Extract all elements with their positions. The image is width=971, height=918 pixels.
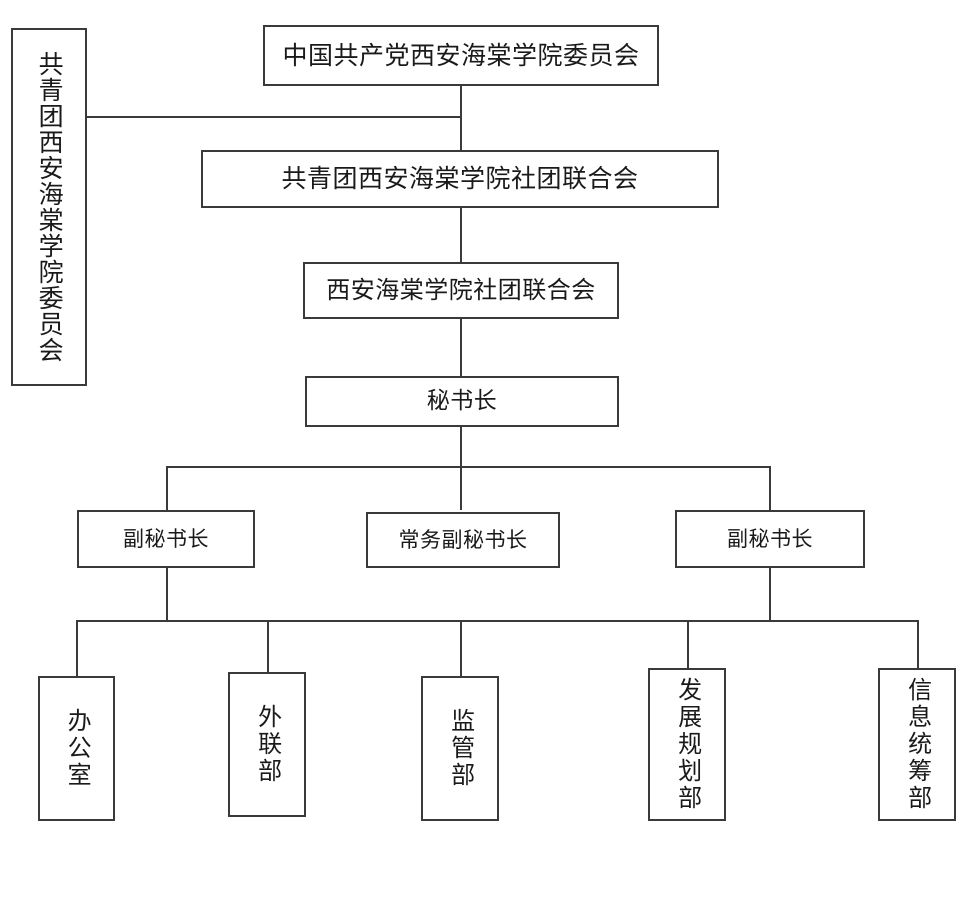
connector-root-to-l2	[460, 85, 462, 150]
node-department-office-label: 办公室	[63, 708, 92, 789]
connector-bus-to-dept-2	[267, 620, 269, 676]
node-secretary-general[interactable]: 秘书长	[305, 376, 619, 427]
node-executive-deputy-secretary-label: 常务副秘书长	[398, 527, 528, 552]
node-party-committee-label: 中国共产党西安海棠学院委员会	[282, 40, 640, 70]
node-deputy-secretary-left-label: 副秘书长	[123, 526, 209, 551]
node-department-development-planning-label: 发展规划部	[673, 677, 702, 812]
node-deputy-secretary-right[interactable]: 副秘书长	[675, 510, 865, 568]
connector-bus-to-executive-deputy	[460, 466, 462, 510]
node-department-supervision[interactable]: 监管部	[421, 676, 499, 821]
node-youth-league-committee[interactable]: 共青团西安海棠学院委员会	[11, 28, 87, 386]
connector-deputy-left-to-dept-bus	[166, 568, 168, 622]
node-deputy-secretary-right-label: 副秘书长	[727, 526, 813, 551]
node-department-information-coordination[interactable]: 信息统筹部	[878, 668, 956, 821]
bus-departments	[76, 620, 918, 622]
connector-l4-to-bus	[460, 426, 462, 467]
node-club-federation-label: 西安海棠学院社团联合会	[326, 276, 596, 305]
node-party-committee[interactable]: 中国共产党西安海棠学院委员会	[263, 25, 659, 86]
node-department-external-liaison[interactable]: 外联部	[228, 672, 306, 817]
connector-bus-to-dept-3	[460, 620, 462, 676]
bus-deputy-secretaries	[166, 466, 771, 468]
node-league-club-federation-label: 共青团西安海棠学院社团联合会	[281, 164, 639, 194]
connector-l2-to-l3	[460, 207, 462, 262]
node-secretary-general-label: 秘书长	[426, 387, 498, 414]
node-club-federation[interactable]: 西安海棠学院社团联合会	[303, 262, 619, 319]
connector-deputy-right-to-dept-bus	[769, 568, 771, 622]
connector-bus-to-dept-5	[917, 620, 919, 676]
node-league-club-federation[interactable]: 共青团西安海棠学院社团联合会	[201, 150, 719, 208]
node-department-supervision-label: 监管部	[446, 708, 475, 789]
connector-l3-to-l4	[460, 318, 462, 376]
node-department-external-liaison-label: 外联部	[253, 704, 282, 785]
node-executive-deputy-secretary[interactable]: 常务副秘书长	[366, 512, 560, 568]
connector-youth-league-branch	[86, 116, 461, 118]
node-department-development-planning[interactable]: 发展规划部	[648, 668, 726, 821]
node-deputy-secretary-left[interactable]: 副秘书长	[77, 510, 255, 568]
connector-bus-to-dept-4	[687, 620, 689, 676]
node-department-office[interactable]: 办公室	[38, 676, 115, 821]
node-youth-league-committee-label: 共青团西安海棠学院委员会	[35, 51, 65, 363]
connector-bus-to-deputy-left	[166, 466, 168, 510]
node-department-information-coordination-label: 信息统筹部	[903, 677, 932, 812]
connector-bus-to-deputy-right	[769, 466, 771, 510]
connector-bus-to-dept-1	[76, 620, 78, 676]
